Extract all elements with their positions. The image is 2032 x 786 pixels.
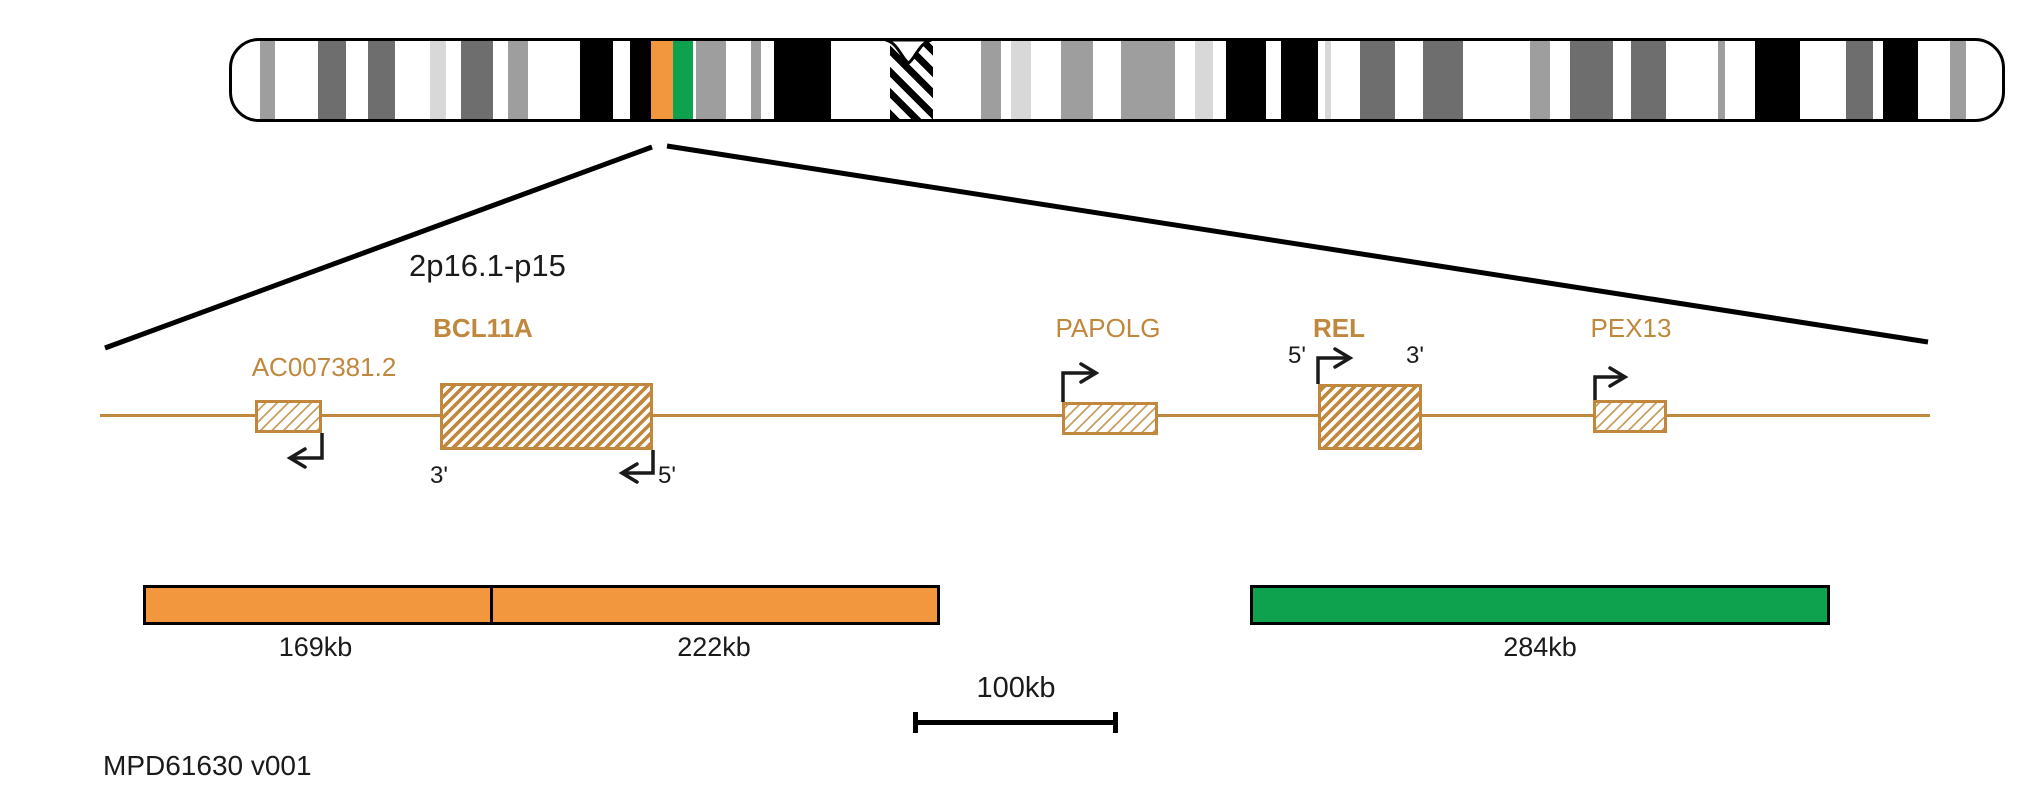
chromosome-band <box>1950 41 1966 119</box>
strand-arrow-head-BCL11A <box>618 462 639 484</box>
chromosome-band <box>1121 41 1175 119</box>
centromere-band <box>890 41 933 119</box>
orange-size-bar <box>143 585 940 625</box>
chromosome-band <box>651 41 673 119</box>
gene-box-AC007381.2 <box>255 400 322 433</box>
chromosome-band <box>774 41 831 119</box>
chromosome-band <box>673 41 693 119</box>
chromosome-band <box>696 41 726 119</box>
chromosome-band <box>1423 41 1463 119</box>
scale-bar-line <box>918 720 1113 725</box>
chromosome-band <box>1011 41 1031 119</box>
chromosome-band <box>1631 41 1666 119</box>
strand-arrow-head-PAPOLG <box>1079 362 1100 384</box>
strand-arrow-head-AC007381.2 <box>286 447 307 469</box>
chromosome-band <box>630 41 651 119</box>
gene-box-REL <box>1318 384 1422 450</box>
strand-arrow-AC007381.2 <box>290 433 324 460</box>
size-bar-label: 169kb <box>278 632 353 662</box>
prime-label-BCL11A-3prime: 3' <box>430 462 448 489</box>
gene-track-baseline <box>100 414 1930 417</box>
chromosome-band <box>1061 41 1093 119</box>
chromosome-band <box>260 41 275 119</box>
size-bar-label: 284kb <box>1503 632 1577 662</box>
chromosome-band <box>1846 41 1873 119</box>
scale-bar <box>913 712 1118 733</box>
gene-box-PAPOLG <box>1062 402 1158 435</box>
strand-arrow-REL <box>1316 356 1350 384</box>
gene-label-AC007381.2: AC007381.2 <box>251 352 397 382</box>
gene-label-PEX13: PEX13 <box>1590 313 1672 343</box>
region-label: 2p16.1-p15 <box>409 248 566 283</box>
strand-arrow-head-REL <box>1333 347 1354 369</box>
chromosome-ideogram <box>229 38 2005 122</box>
size-bar-divider <box>489 588 493 622</box>
chromosome-band <box>1883 41 1918 119</box>
chromosome-band <box>1195 41 1213 119</box>
chromosome-band <box>1570 41 1613 119</box>
chromosome-band <box>430 41 446 119</box>
diagram-id-label: MPD61630 v001 <box>103 750 312 781</box>
chromosome-band <box>368 41 395 119</box>
prime-label-BCL11A-5prime: 5' <box>658 462 676 489</box>
chromosome-band <box>1755 41 1800 119</box>
green-size-bar <box>1250 585 1830 625</box>
chromosome-band <box>1530 41 1550 119</box>
chromosome-band <box>318 41 346 119</box>
chromosome-band <box>580 41 613 119</box>
chromosome-band <box>1360 41 1395 119</box>
strand-arrow-PAPOLG <box>1061 371 1096 402</box>
chromosome-band <box>1718 41 1725 119</box>
chromosome-band <box>461 41 493 119</box>
strand-arrow-PEX13 <box>1593 375 1625 400</box>
strand-arrow-head-PEX13 <box>1608 366 1629 388</box>
prime-label-REL-5prime: 5' <box>1288 342 1306 369</box>
gene-label-BCL11A: BCL11A <box>433 313 533 343</box>
size-bar-label: 222kb <box>677 632 751 662</box>
gene-label-REL: REL <box>1313 313 1365 343</box>
chromosome-band <box>508 41 528 119</box>
chromosome-band <box>981 41 1001 119</box>
strand-arrow-BCL11A <box>622 450 655 475</box>
chromosome-band <box>751 41 761 119</box>
gene-label-PAPOLG: PAPOLG <box>1055 313 1161 343</box>
prime-label-REL-3prime: 3' <box>1406 342 1424 369</box>
gene-box-BCL11A <box>440 383 653 450</box>
scale-bar-label: 100kb <box>976 672 1056 704</box>
chromosome-band <box>1226 41 1266 119</box>
chromosome-band <box>1325 41 1331 119</box>
gene-box-PEX13 <box>1593 400 1667 433</box>
chromosome-band <box>1281 41 1318 119</box>
